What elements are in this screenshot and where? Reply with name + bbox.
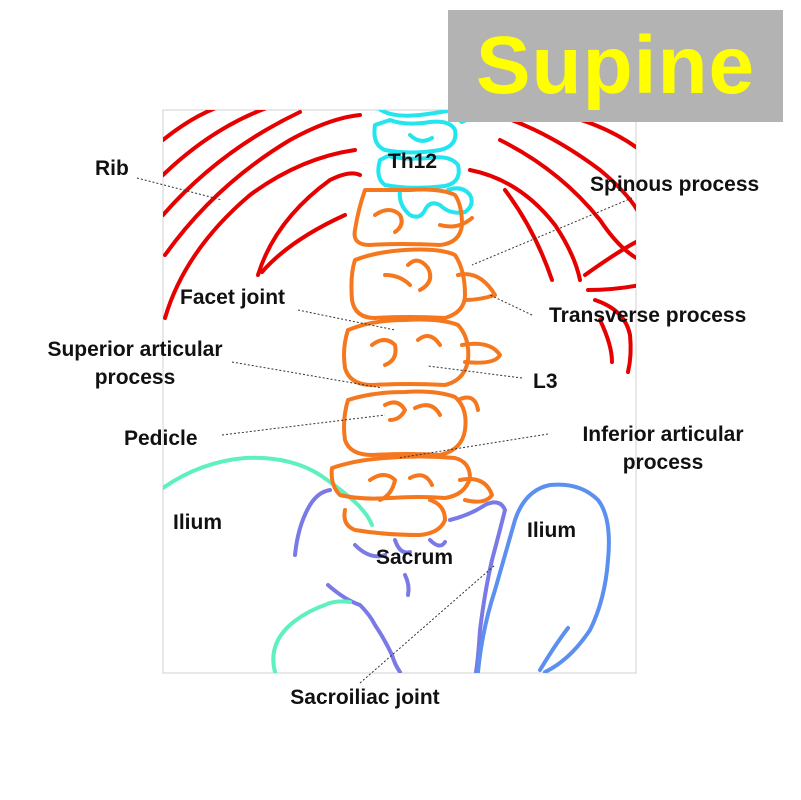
leader-sacroiliac-joint — [359, 564, 496, 684]
ribs — [163, 110, 636, 374]
ilium-right-outline — [476, 482, 611, 673]
leader-rib — [136, 177, 223, 201]
title-banner: Supine — [448, 10, 783, 122]
label-inferior-articular-line1: Inferior articular — [582, 423, 743, 446]
label-facet-joint: Facet joint — [180, 286, 285, 309]
leader-pedicle — [221, 414, 386, 436]
label-transverse-process: Transverse process — [549, 304, 746, 327]
label-th12: Th12 — [388, 150, 437, 173]
label-inferior-articular-line2: process — [623, 451, 704, 474]
leader-facet-joint — [297, 309, 396, 331]
leader-spinous-process — [471, 197, 633, 266]
label-ilium-left: Ilium — [173, 511, 222, 534]
label-superior-articular-line1: Superior articular — [47, 338, 222, 361]
leader-inferior-articular — [397, 433, 549, 459]
label-l3: L3 — [533, 370, 558, 393]
label-spinous-process: Spinous process — [590, 173, 759, 196]
ilium-left-outline — [163, 455, 374, 673]
lumbar-vertebrae — [329, 187, 502, 537]
leader-superior-articular — [231, 361, 383, 389]
title-text: Supine — [475, 20, 756, 111]
label-sacroiliac-joint: Sacroiliac joint — [290, 686, 439, 709]
label-rib: Rib — [95, 157, 129, 180]
leader-lines — [136, 177, 633, 684]
label-sacrum: Sacrum — [376, 546, 453, 569]
label-pedicle: Pedicle — [124, 427, 198, 450]
label-ilium-right: Ilium — [527, 519, 576, 542]
label-superior-articular-line2: process — [95, 366, 176, 389]
